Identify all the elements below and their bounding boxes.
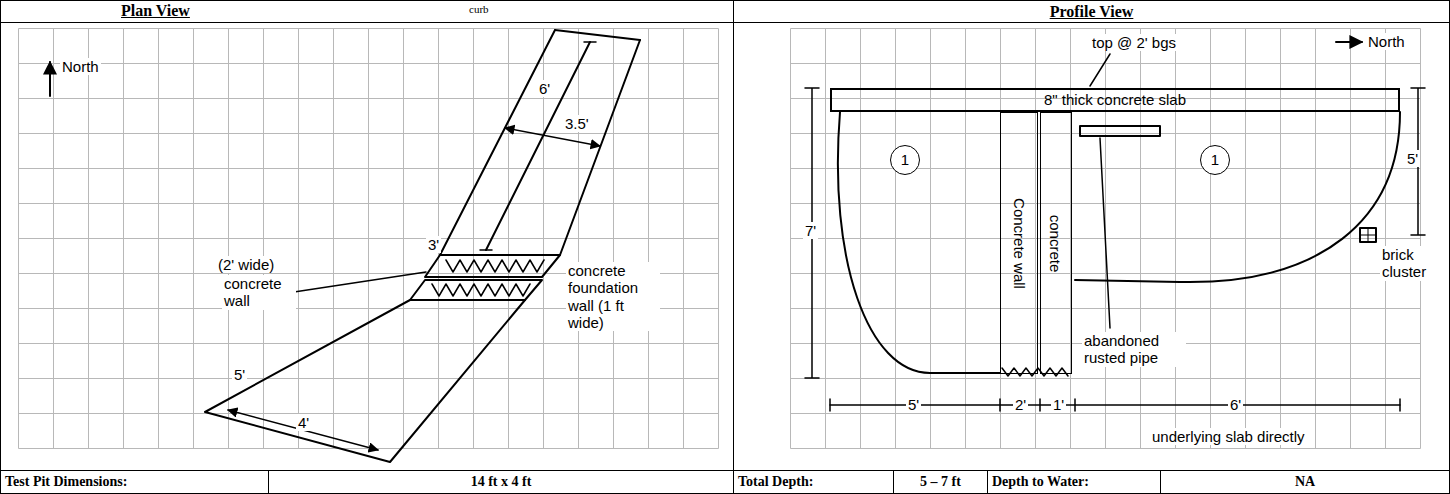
table-rule xyxy=(1,22,1450,471)
grid-paper-part xyxy=(19,203,719,204)
header-cell: Profile View xyxy=(733,0,1450,23)
concrete-slab: 8" thick concrete slab xyxy=(830,88,1400,112)
profile-sketch-part xyxy=(838,112,1000,373)
node-text: Concrete wall xyxy=(1011,198,1028,289)
sketch-label: concrete foundation wall (1 ft wide) xyxy=(566,262,660,331)
plan-sketch-part xyxy=(228,410,378,450)
node-text: 1 xyxy=(901,151,909,168)
grid-paper-part xyxy=(19,378,719,379)
grid-paper-part xyxy=(791,273,1421,274)
plan-sketch-part xyxy=(49,62,51,96)
profile-sketch-part xyxy=(1080,126,1160,136)
plan-sketch-part xyxy=(410,280,542,300)
table-rule-part xyxy=(1449,22,1450,471)
node-text: Test Pit Dimensions: xyxy=(5,474,127,490)
profile-sketch-part xyxy=(1090,54,1110,86)
sketch-label: 2' xyxy=(1013,396,1028,413)
plan-sketch-part xyxy=(555,30,640,40)
profile-sketch-part xyxy=(1075,112,1400,282)
sketch-label: 4' xyxy=(296,414,311,431)
soil-callout: 1 xyxy=(1200,145,1230,175)
plan-sketch-part xyxy=(440,30,555,255)
sketch-label: top @ 2' bgs xyxy=(1090,34,1178,51)
concrete-wall: concrete xyxy=(1040,112,1072,374)
grid-paper-part xyxy=(791,28,1421,29)
sketch-label: North xyxy=(1366,33,1407,50)
plan-sketch-part xyxy=(486,42,590,250)
concrete-wall: Concrete wall xyxy=(1000,112,1038,374)
node-text: Plan View xyxy=(121,2,190,20)
grid-paper-part xyxy=(791,413,1421,414)
plan-sketch-part xyxy=(560,40,640,255)
grid-paper-part xyxy=(791,63,1421,64)
sketch-label: 6' xyxy=(1228,396,1243,413)
grid-paper-part xyxy=(791,133,1421,134)
grid-paper-part xyxy=(19,28,719,29)
node-text: NA xyxy=(1295,474,1315,490)
node-text: Profile View xyxy=(1050,3,1134,21)
sketch-label: 3.5' xyxy=(563,115,591,132)
sketch-label: 1' xyxy=(1051,396,1066,413)
profile-sketch-part xyxy=(1100,138,1110,328)
table-cell: Total Depth: xyxy=(733,470,894,494)
grid-paper-part xyxy=(19,238,719,239)
grid-paper-part xyxy=(791,168,1421,169)
header-cell: Plan View curb xyxy=(0,0,734,23)
sketch-label: 5' xyxy=(232,366,247,383)
plan-sketch-part xyxy=(432,284,530,296)
grid-paper-part xyxy=(19,168,719,169)
grid-paper xyxy=(19,29,1421,449)
grid-paper-part xyxy=(19,63,719,64)
plan-sketch-part xyxy=(205,300,525,462)
sketch-label: 3' xyxy=(426,236,441,253)
profile-sketch-part xyxy=(1360,228,1376,242)
soil-callout: 1 xyxy=(890,145,920,175)
plan-sketch-part xyxy=(425,255,560,277)
sketch-label: (2' wide) xyxy=(216,256,276,273)
table-rule-part xyxy=(733,22,734,471)
plan-sketch-part xyxy=(294,272,426,292)
sketch-label: concrete wall xyxy=(222,275,296,310)
profile-sketch xyxy=(805,42,1425,411)
plan-sketch-part xyxy=(480,42,596,250)
sketch-label: 5' xyxy=(906,396,921,413)
sketch-label: underlying slab directly xyxy=(1150,428,1307,445)
grid-paper-part xyxy=(791,308,1421,309)
grid-paper-part xyxy=(19,413,719,414)
node-text: Total Depth: xyxy=(738,474,813,490)
node-text: Depth to Water: xyxy=(992,474,1089,490)
table-cell: Test Pit Dimensions: xyxy=(0,470,269,494)
table-cell: 5 – 7 ft xyxy=(893,470,988,494)
plan-sketch xyxy=(50,30,640,462)
node-text: 5 – 7 ft xyxy=(920,474,961,490)
grid-paper-part xyxy=(791,203,1421,204)
sketch-label: abandoned rusted pipe xyxy=(1082,332,1186,367)
table-cell: NA xyxy=(1160,470,1450,494)
grid-paper-part xyxy=(791,378,1421,379)
node-text: 8" thick concrete slab xyxy=(1044,91,1186,108)
table-cell: Depth to Water: xyxy=(987,470,1161,494)
plan-sketch-part xyxy=(446,260,544,272)
profile-sketch-part xyxy=(1360,228,1376,242)
profile-sketch-part xyxy=(1002,368,1068,376)
grid-paper-part xyxy=(791,448,1421,449)
sketch-label: 7' xyxy=(803,222,818,239)
grid-paper-part xyxy=(19,98,719,99)
profile-sketch-part xyxy=(1336,41,1362,43)
table-rule-part xyxy=(0,22,1,471)
sketch-label: 6' xyxy=(537,80,552,97)
node-text: concrete xyxy=(1048,214,1065,272)
grid-paper-part xyxy=(19,133,719,134)
node-text: 14 ft x 4 ft xyxy=(471,474,532,490)
grid-paper-part xyxy=(19,343,719,344)
table-cell: 14 ft x 4 ft xyxy=(268,470,734,494)
node-text: 1 xyxy=(1211,151,1219,168)
sketch-label: brick cluster xyxy=(1380,246,1434,281)
sketch-label: North xyxy=(60,58,101,75)
node-note: curb xyxy=(469,3,489,15)
sketch-label: 5' xyxy=(1405,150,1420,167)
